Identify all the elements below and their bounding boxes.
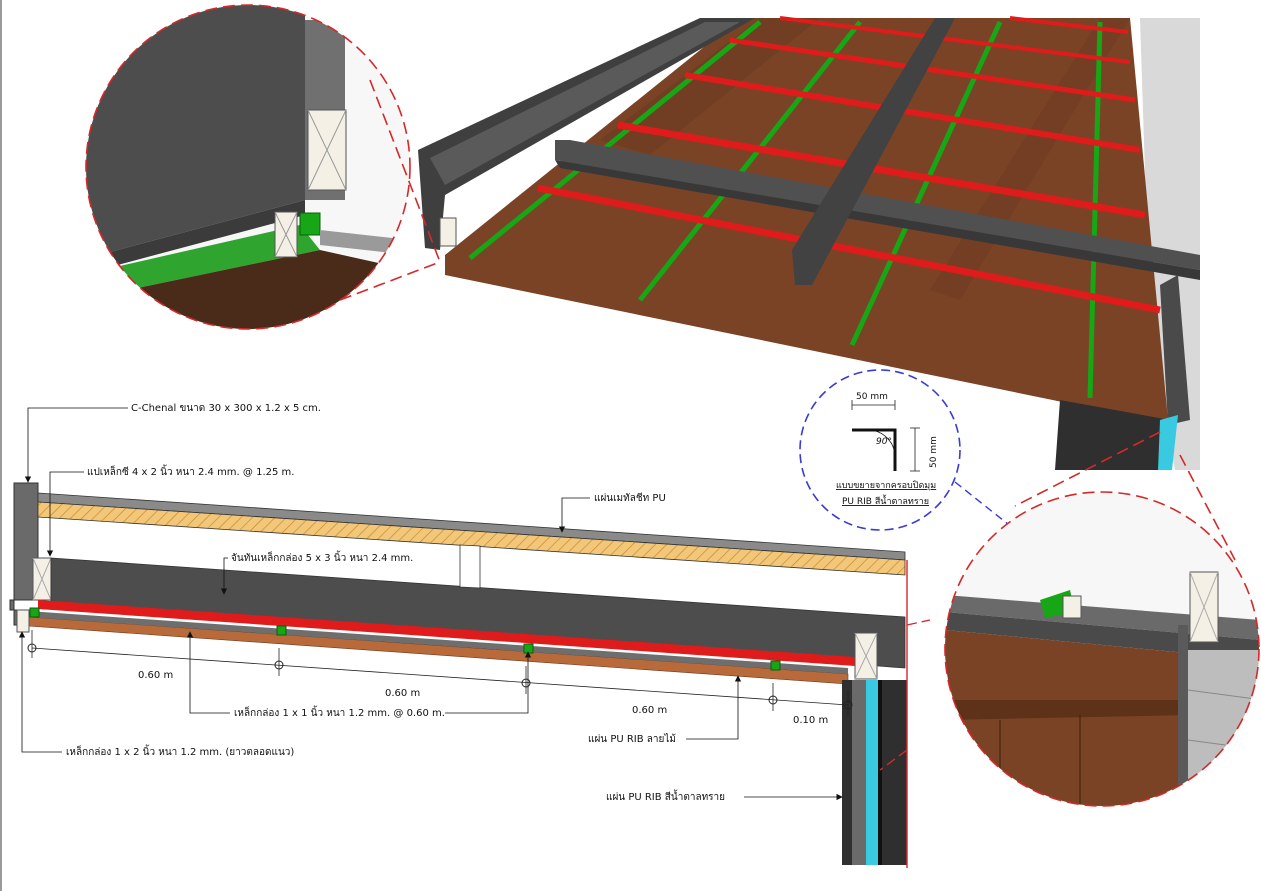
zoom-circle-bottom-right <box>944 431 1260 807</box>
zoom-circle-top-left <box>85 4 441 330</box>
dim-label-2: 0.60 m <box>385 688 420 699</box>
label-box-1x1: เหล็กกล่อง 1 x 1 นิ้ว หนา 1.2 mm. @ 0.60… <box>234 705 445 719</box>
dim-label-3: 0.60 m <box>632 705 667 716</box>
dim-label-4: 0.10 m <box>793 715 828 726</box>
corner-width-label: 50 mm <box>856 392 888 402</box>
label-metal-sheet: แผ่นเมทัลชีท PU <box>594 492 666 504</box>
render-red-ribs <box>537 16 1161 314</box>
section-box-1x2 <box>28 611 848 674</box>
label-pu-rib-wood: แผ่น PU RIB ลายไม้ <box>588 733 676 745</box>
render-wall-base <box>1055 400 1170 470</box>
corner-caption-1: แบบขยายจากครอบปิดมุม <box>836 480 936 491</box>
render-rafter-side <box>555 160 1200 280</box>
section-wall-stud <box>852 680 866 865</box>
render-purlin <box>792 18 955 285</box>
section-left-block <box>16 609 30 633</box>
render-fascia-block <box>439 217 457 247</box>
label-box-1x2: เหล็กกล่อง 1 x 2 นิ้ว หนา 1.2 mm. (ยาวตล… <box>66 744 294 758</box>
section-red-rib <box>38 600 855 666</box>
corner-detail-circle: 50 mm 50 mm 90° แบบขยายจากครอบปิดมุม PU … <box>799 369 1176 657</box>
section-drawing: 0.60 m 0.60 m 0.60 m 0.10 m C-Chenal ขนา… <box>9 403 931 868</box>
label-purlin: แปเหล็กซี 4 x 2 นิ้ว หนา 2.4 mm. @ 1.25 … <box>87 464 294 478</box>
dimension-line <box>27 630 853 716</box>
render-soffit-panel <box>445 18 1168 420</box>
render-panel-band <box>600 18 820 155</box>
label-c-chenal: C-Chenal ขนาด 30 x 300 x 1.2 x 5 cm. <box>131 403 321 414</box>
perspective-render <box>418 16 1200 470</box>
leader-lines <box>18 407 843 801</box>
corner-angle-label: 90° <box>876 437 892 447</box>
corner-height-label: 50 mm <box>929 436 939 468</box>
section-rafter <box>50 557 906 669</box>
section-cyan-panel <box>866 680 878 865</box>
section-pu-insulation <box>37 501 906 576</box>
section-c-chenal <box>9 482 39 626</box>
label-rafter: จันทันเหล็กกล่อง 5 x 3 นิ้ว หนา 2.4 mm. <box>231 550 413 564</box>
render-right-edge <box>1160 275 1190 425</box>
corner-caption-2: PU RIB สีน้ำตาลทราย <box>842 494 929 507</box>
page-left-border <box>0 0 2 891</box>
dim-label-1: 0.60 m <box>138 670 173 681</box>
label-pu-rib-brown: แผ่น PU RIB สีน้ำตาลทราย <box>606 789 725 803</box>
section-connector <box>459 544 481 589</box>
render-rafter <box>555 140 1200 270</box>
render-gutter-face <box>430 22 740 185</box>
render-cyan-panel <box>1158 415 1178 470</box>
corner-profile <box>852 428 897 471</box>
render-green-runners <box>468 20 1103 399</box>
